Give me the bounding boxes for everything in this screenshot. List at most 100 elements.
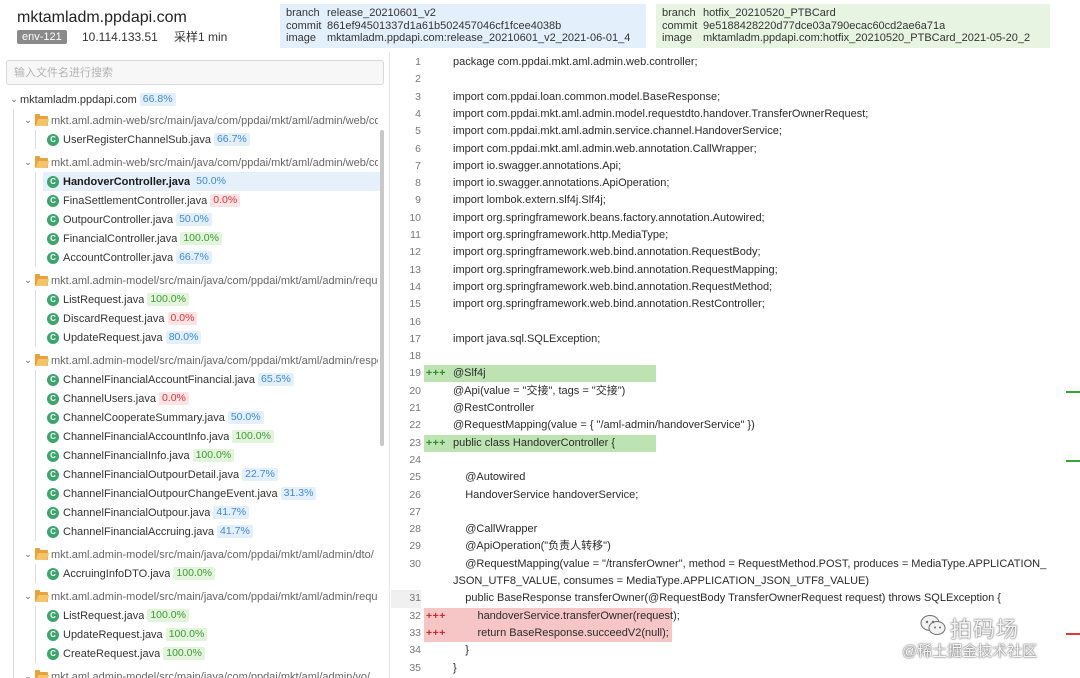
folder-path: mkt.aml.admin-model/src/main/java/com/pp… [51, 670, 371, 678]
coverage-badge: 66.8% [139, 93, 176, 106]
coverage-badge: 100.0% [147, 609, 189, 622]
watermark-subtitle: @稀土掘金技术社区 [902, 643, 1038, 660]
coverage-minimap-mark [1066, 391, 1080, 394]
code-text: import com.ppdai.loan.common.model.BaseR… [453, 90, 721, 103]
line-number: 2 [415, 73, 421, 86]
line-number: 28 [409, 523, 421, 536]
folder-open-icon [35, 353, 48, 366]
watermark-title: 拍码场 [950, 617, 1020, 642]
tree-folder[interactable]: ⌄mkt.aml.admin-web/src/main/java/com/ppd… [22, 153, 380, 172]
line-number: 14 [409, 280, 421, 293]
tree-folder[interactable]: ⌄ mkt.aml.admin-web/src/main/java/com/ppd… [22, 111, 380, 130]
code-text: import java.sql.SQLException; [453, 332, 601, 345]
folder-open-icon [35, 589, 48, 602]
sample-rate: 采样1 min [174, 30, 228, 44]
tree-folder[interactable]: ⌄mkt.aml.admin-model/src/main/java/com/p… [22, 545, 380, 564]
coverage-badge: 0.0% [167, 312, 198, 325]
search-box [6, 60, 384, 85]
code-text: handoverService.transferOwner(request); [453, 609, 680, 622]
line-number: 9 [415, 194, 421, 207]
tree-guide-line [13, 109, 14, 678]
code-line: 35} [391, 660, 1080, 677]
file-name: UpdateRequest.java [63, 628, 163, 641]
code-text: } [453, 644, 469, 657]
code-line: 20@Api(value = "交接", tags = "交接") [391, 383, 1080, 400]
target-branch: hotfix_20210520_PTBCard [703, 7, 836, 19]
tree-scrollbar[interactable] [380, 130, 384, 446]
file-name: FinaSettlementController.java [63, 194, 208, 207]
java-class-icon: C [47, 525, 59, 538]
target-commit: 9e5188428220d77dce03a790ecac60cd2ae6a71a [703, 19, 946, 32]
line-number: 24 [409, 453, 421, 466]
tree-folder[interactable]: ⌄mkt.aml.admin-model/src/main/java/com/p… [22, 667, 380, 678]
tree-root-label: mktamladm.ppdapi.com [20, 93, 137, 106]
folder-path: mkt.aml.admin-web/src/main/java/com/ppda… [51, 114, 378, 127]
code-text: import org.springframework.web.bind.anno… [453, 263, 778, 276]
folder-open-icon [35, 547, 48, 560]
code-text: return BaseResponse.succeedV2(null); [453, 626, 669, 639]
code-text: @Slf4j [453, 367, 486, 380]
coverage-badge: 50.0% [193, 175, 229, 188]
folder-path: mkt.aml.admin-model/src/main/java/com/pp… [51, 274, 378, 287]
line-number: 1 [415, 56, 421, 68]
coverage-badge: 100.0% [232, 430, 274, 443]
line-number: 19 [409, 367, 421, 380]
java-class-icon: C [47, 628, 59, 641]
chevron-down-icon: ⌄ [24, 549, 32, 559]
coverage-badge: 41.7% [213, 506, 250, 519]
line-number: 10 [409, 211, 421, 224]
line-number: 7 [415, 159, 421, 172]
line-number: 5 [415, 125, 421, 138]
tree-folder[interactable]: ⌄ mkt.aml.admin-model/src/main/java/com/p… [22, 271, 380, 290]
folder-open-icon [35, 113, 48, 126]
chevron-down-icon: ⌄ [24, 275, 32, 285]
base-image: mktamladm.ppdapi.com:release_20210601_v2… [327, 32, 631, 44]
code-line: 33+++ return BaseResponse.succeedV2(null… [391, 624, 1080, 642]
file-name: AccruingInfoDTO.java [63, 567, 171, 580]
base-branch-row: branch release_20210601_v2 [286, 7, 640, 20]
code-line: 32+++ handoverService.transferOwner(requ… [391, 607, 1080, 625]
code-text: import io.swagger.annotations.Api; [453, 159, 622, 172]
folder-open-icon [35, 669, 48, 678]
chevron-down-icon: ⌄ [24, 115, 32, 125]
code-text: @Autowired [453, 471, 526, 484]
tree-folder[interactable]: ⌄mkt.aml.admin-model/src/main/java/com/p… [22, 587, 380, 606]
file-name: FinancialController.java [63, 232, 178, 245]
file-search-input[interactable] [7, 61, 383, 84]
line-number: 31 [391, 590, 421, 608]
diff-added-marker: +++ [426, 367, 446, 380]
code-text: import com.ppdai.mkt.aml.admin.web.annot… [453, 142, 757, 155]
code-text: public BaseResponse transferOwner(@Reque… [453, 592, 1001, 605]
tree-folder[interactable]: ⌄mkt.aml.admin-model/src/main/java/com/p… [22, 351, 380, 370]
file-name: ChannelCooperateSummary.java [63, 411, 225, 424]
